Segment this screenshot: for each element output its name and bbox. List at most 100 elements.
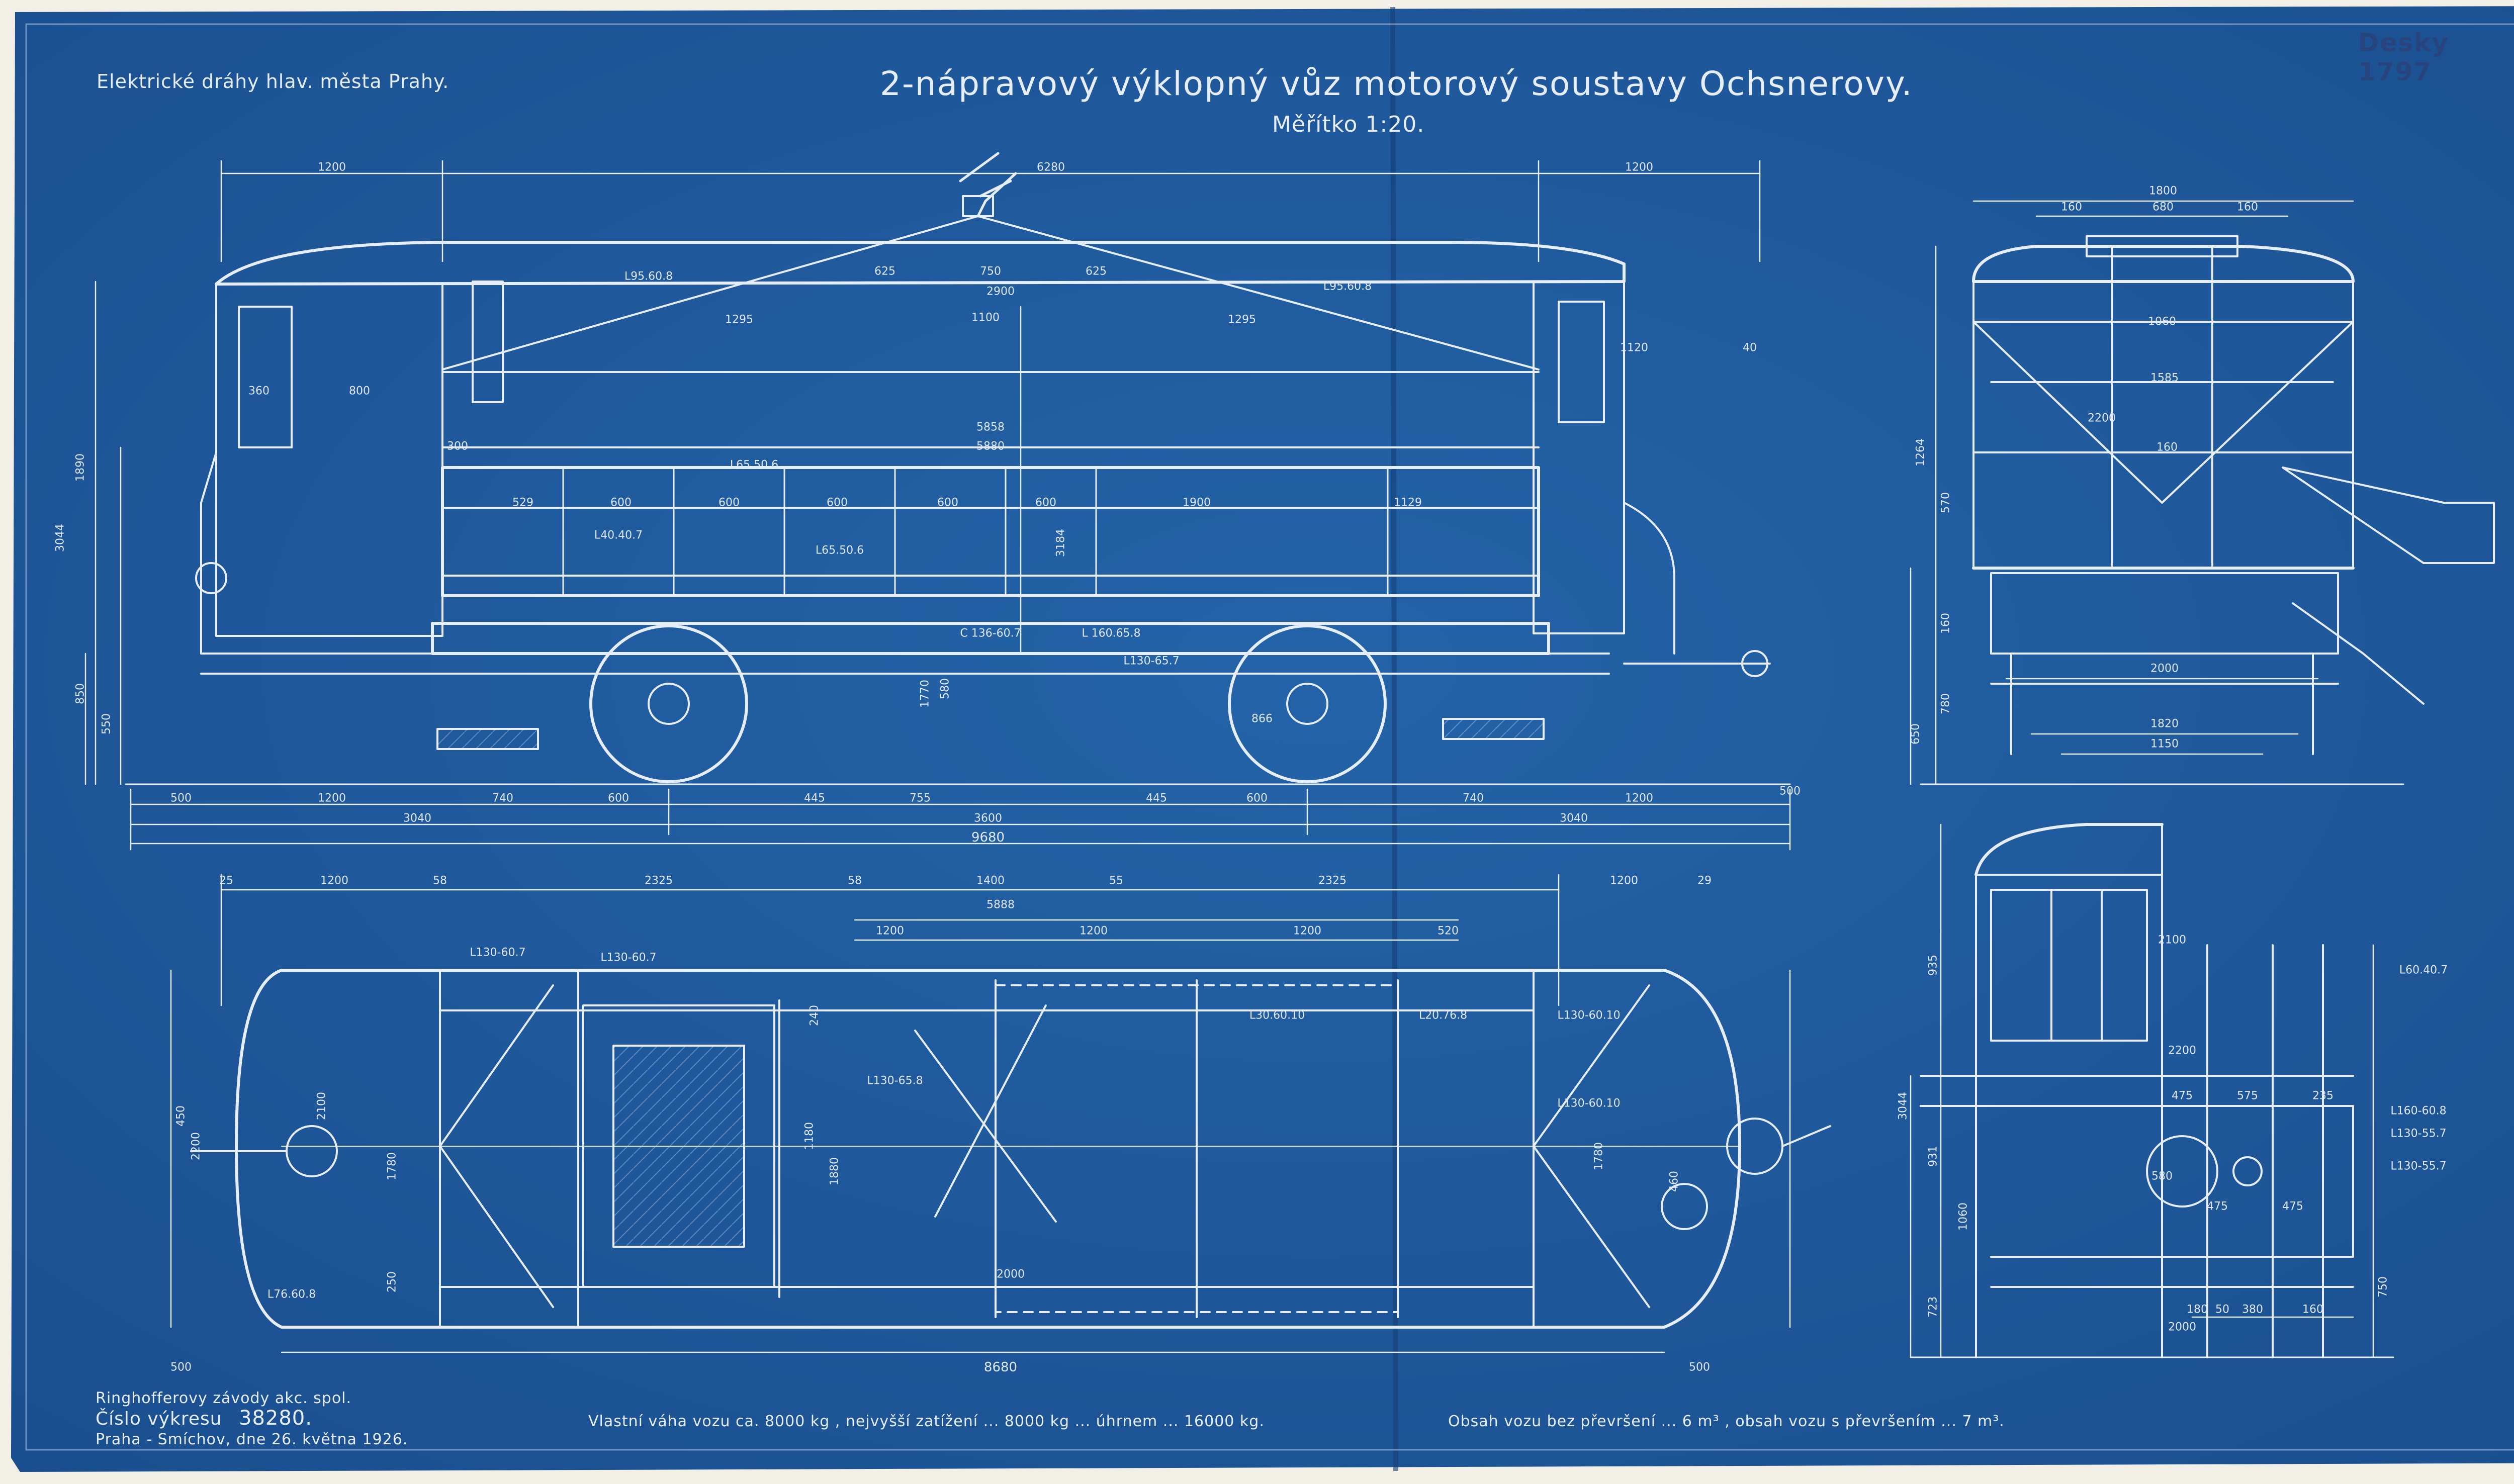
plan-dim-mid: 520 [1438, 924, 1459, 938]
capacity-note: Obsah vozu bez převršení ... 6 m³ , obsa… [1448, 1413, 2005, 1430]
end-dim-top: 1800 [2149, 184, 2177, 198]
detail-dim: 50 [2215, 1303, 2229, 1316]
side-section-label: L40.40.7 [594, 529, 643, 542]
side-panel-dim: 600 [937, 496, 958, 509]
plan-dim-mid: 1200 [1293, 924, 1321, 938]
plan-side-dim: 250 [386, 1271, 399, 1292]
side-section-label: L95.60.8 [624, 270, 673, 283]
side-dim-bottom: 445 [1146, 792, 1167, 805]
plan-dim-small: 25 [219, 874, 233, 887]
detail-dim: 235 [2312, 1089, 2333, 1102]
side-dim-bottom: 500 [170, 792, 192, 805]
side-section-label: L95.60.8 [1323, 280, 1372, 293]
side-dim-bottom: 445 [804, 792, 825, 805]
end-dim-inner: 1060 [2148, 315, 2176, 328]
plan-side-dim: 460 [1668, 1171, 1681, 1192]
side-dim-other: 360 [248, 385, 270, 398]
end-dim-inner: 1585 [2150, 372, 2179, 385]
side-section-label: L130-65.7 [1123, 655, 1180, 668]
side-height-dim: 3184 [1054, 529, 1067, 557]
trolley-pole [959, 152, 1017, 218]
plan-outline [235, 969, 1741, 1329]
plan-side-dim: 1780 [1592, 1142, 1605, 1170]
plan-side-dim: 1880 [828, 1157, 841, 1185]
drawing-scale: Měřítko 1:20. [1272, 112, 1425, 137]
detail-section-label: L130-55.7 [2390, 1160, 2447, 1173]
side-panel-dim: 600 [1035, 496, 1056, 509]
side-dim-bottom: 600 [608, 792, 629, 805]
side-wheel-right [1228, 624, 1387, 783]
plan-section-label: L130-65.8 [867, 1074, 923, 1087]
plan-section-label: L130-60.10 [1557, 1097, 1621, 1110]
end-height-dim: 160 [1939, 613, 1952, 634]
blueprint-paper [11, 6, 2514, 1472]
detail-view [1910, 823, 2394, 1358]
end-dim-inner: 160 [2157, 441, 2178, 454]
side-section-label: L65.50.6 [730, 458, 779, 472]
side-dim-bottom: 740 [1463, 792, 1484, 805]
side-height-dim: 850 [74, 683, 87, 704]
end-roof [1972, 245, 2355, 283]
side-cab-right [1533, 281, 1625, 634]
plan-dim-top: 1200 [320, 874, 348, 887]
maker-date: Praha - Smíchov, dne 26. května 1926. [96, 1431, 408, 1448]
side-dim-other: 300 [447, 440, 468, 453]
side-dim-body: 5858 [976, 421, 1005, 434]
drawing-title: 2-nápravový výklopný vůz motorový sousta… [880, 64, 1913, 103]
detail-dim: 575 [2237, 1089, 2258, 1102]
side-panel-dim: 600 [719, 496, 740, 509]
side-dim-body: 5880 [976, 440, 1005, 453]
side-height-dim: 580 [939, 678, 952, 699]
detail-dim: 475 [2282, 1200, 2303, 1213]
plan-side-dim: 450 [174, 1105, 188, 1127]
plan-section-label: L76.60.8 [267, 1288, 316, 1301]
plan-dim-small: 500 [1689, 1361, 1710, 1374]
side-section-label: C 136-60.7 [960, 627, 1021, 640]
plan-dim-small: 55 [1109, 874, 1123, 887]
detail-section-label: L60.40.7 [2399, 964, 2448, 977]
side-wheel-left [589, 624, 748, 783]
side-height-dim: 1890 [74, 453, 87, 482]
plan-side-dim: 1780 [386, 1152, 399, 1180]
plan-dim-top: 1200 [1610, 874, 1638, 887]
plan-dim-top: 1400 [976, 874, 1005, 887]
fold-line [1390, 7, 1398, 1471]
plan-dim-top: 2325 [645, 874, 673, 887]
detail-dim: 2100 [2158, 934, 2186, 947]
plan-dim-bottom: 8680 [983, 1360, 1018, 1375]
detail-height-dim: 1060 [1957, 1202, 1970, 1231]
drawing-number-label: Číslo výkresu [96, 1409, 222, 1429]
side-section-label: L65.50.6 [815, 544, 864, 557]
end-dim-top: 160 [2237, 201, 2258, 214]
detail-dim: 475 [2172, 1089, 2193, 1102]
detail-dim: 475 [2207, 1200, 2228, 1213]
side-panel-dim: 1900 [1183, 496, 1211, 509]
plan-side-dim: 2000 [997, 1268, 1025, 1281]
detail-dim: 180 [2187, 1303, 2208, 1316]
end-view [1910, 200, 2495, 785]
plan-side-dim: 2200 [190, 1132, 203, 1160]
side-dim-axle-left: 3040 [403, 812, 431, 825]
detail-height-dim: 931 [1927, 1146, 1940, 1167]
plan-motor [582, 1004, 775, 1288]
side-dim-axle-right: 3040 [1560, 812, 1588, 825]
side-dim-bottom: 500 [1779, 785, 1801, 798]
plan-dim-small: 29 [1697, 874, 1712, 887]
side-dim-top-right: 1200 [1625, 161, 1653, 174]
side-dim-bottom: 740 [492, 792, 513, 805]
side-dim-top-left: 1200 [318, 161, 346, 174]
plan-dim-mid: 5888 [986, 898, 1015, 911]
side-panel-dim: 1129 [1394, 496, 1422, 509]
end-dim-bottom: 2000 [2150, 662, 2179, 675]
side-panel-dim: 529 [512, 496, 533, 509]
side-panel-dim: 600 [610, 496, 632, 509]
plan-dim-top: 2325 [1318, 874, 1346, 887]
side-dim-bottom: 1200 [1625, 792, 1653, 805]
detail-height-dim: 750 [2377, 1276, 2390, 1297]
side-dim-bottom: 600 [1246, 792, 1268, 805]
end-height-dim: 780 [1939, 693, 1952, 714]
side-height-dim: 1770 [919, 680, 932, 708]
detail-dim: 2000 [2168, 1321, 2196, 1334]
archive-stamp: Desky 1797 [2358, 28, 2450, 86]
